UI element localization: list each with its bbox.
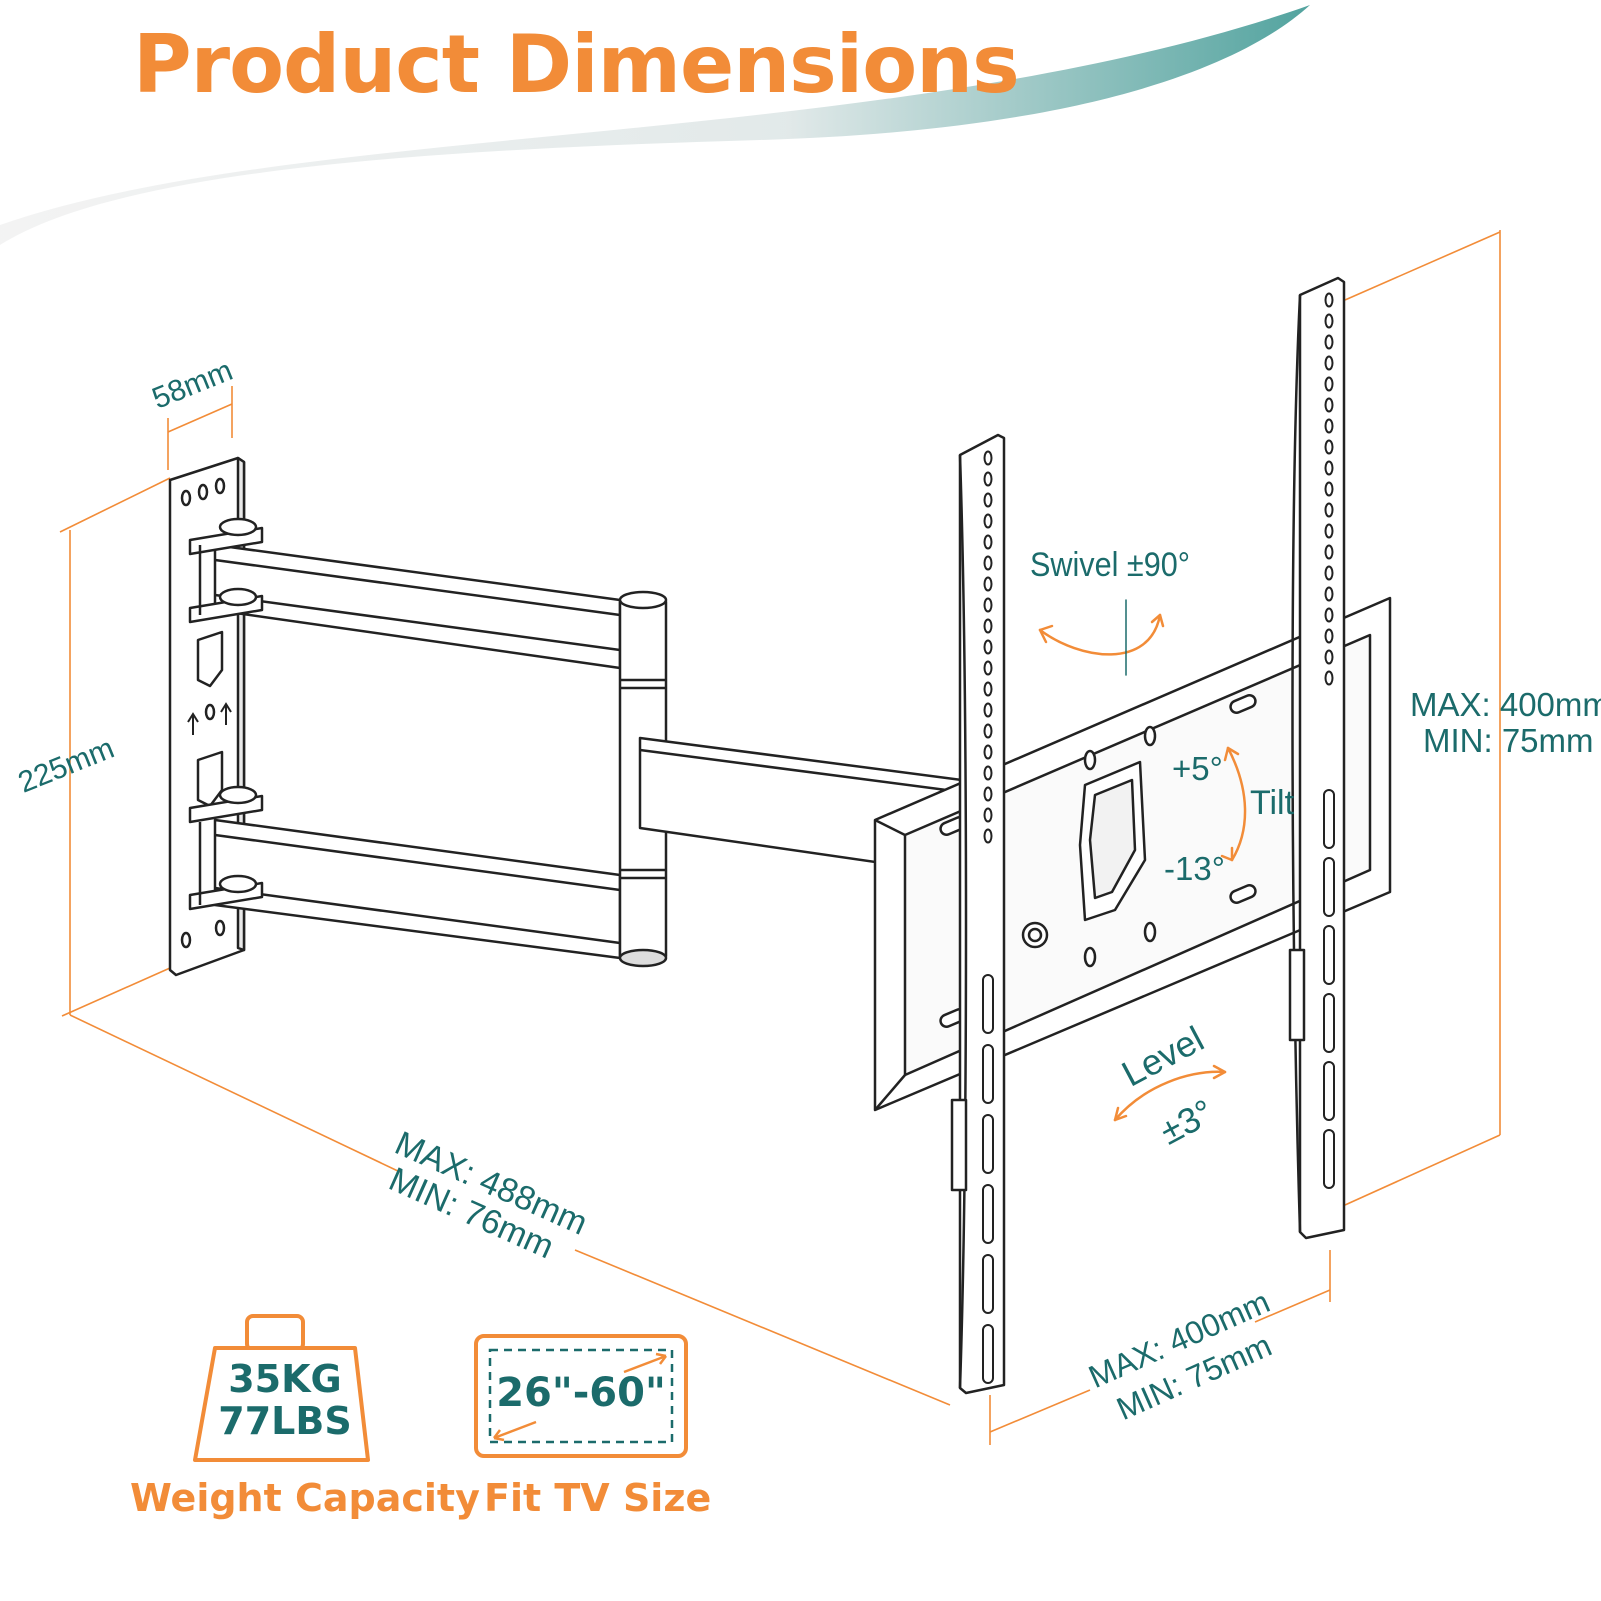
lower-arm — [188, 785, 622, 960]
wall-plate-arrows — [187, 702, 232, 735]
tv-size-caption: Fit TV Size — [484, 1476, 712, 1520]
bracket-slot — [982, 1184, 994, 1244]
bracket-hole — [983, 618, 993, 634]
bracket-hole — [1324, 355, 1334, 371]
bracket-hole — [1324, 565, 1334, 581]
tv-size-icon — [474, 1334, 688, 1458]
bracket-hole — [1324, 523, 1334, 539]
bracket-hole — [1324, 460, 1334, 476]
left-bracket-holes — [982, 450, 994, 1384]
bracket-hole — [983, 744, 993, 760]
bracket-slot — [982, 1324, 994, 1384]
right-bracket-holes — [1323, 292, 1335, 1189]
bracket-slot — [982, 1044, 994, 1104]
bracket-hole — [983, 597, 993, 613]
page-title: Product Dimensions — [133, 18, 1020, 111]
bracket-hole — [983, 471, 993, 487]
bracket-hole — [1324, 397, 1334, 413]
tilt-up-label: +5° — [1172, 750, 1223, 787]
vertical-min-label: MIN: 75mm — [1423, 722, 1594, 759]
bracket-hole — [1324, 439, 1334, 455]
bracket-hole — [983, 576, 993, 592]
level-arrow — [1113, 1070, 1227, 1122]
bracket-slot — [1323, 925, 1335, 985]
bracket-slot — [1323, 857, 1335, 917]
left-vertical-bracket — [950, 433, 1006, 1395]
bracket-hole — [1324, 586, 1334, 602]
bracket-hole — [1324, 313, 1334, 329]
weight-lbs: 77LBS — [218, 1399, 352, 1443]
bracket-slot — [1323, 1129, 1335, 1189]
bracket-hole — [983, 534, 993, 550]
swivel-label: Swivel ±90° — [1030, 546, 1191, 584]
bracket-hole — [1324, 481, 1334, 497]
tilt-down-label: -13° — [1164, 850, 1225, 887]
bracket-hole — [983, 660, 993, 676]
bracket-hole — [983, 555, 993, 571]
bracket-hole — [1324, 334, 1334, 350]
bracket-hole — [1324, 544, 1334, 560]
bracket-slot — [982, 1114, 994, 1174]
bracket-slot — [982, 974, 994, 1034]
tilt-arrow — [1226, 746, 1247, 862]
bracket-slot — [1323, 993, 1335, 1053]
bracket-slot — [1323, 1061, 1335, 1121]
bracket-hole — [1324, 376, 1334, 392]
weight-icon — [193, 1314, 370, 1462]
upper-arm — [188, 517, 622, 670]
bracket-hole — [1324, 502, 1334, 518]
bracket-hole — [983, 765, 993, 781]
swivel-arrow — [1038, 613, 1162, 656]
bracket-hole — [1324, 628, 1334, 644]
dimension-lines — [59, 230, 1501, 1445]
bracket-hole — [983, 702, 993, 718]
bracket-hole — [983, 786, 993, 802]
vertical-max-label: MAX: 400mm — [1410, 686, 1601, 723]
bracket-hole — [983, 807, 993, 823]
bracket-hole — [983, 492, 993, 508]
bracket-hole — [983, 513, 993, 529]
bracket-hole — [1324, 292, 1334, 308]
tv-size-value: 26"-60" — [496, 1370, 666, 1416]
weight-caption: Weight Capacity — [130, 1476, 480, 1520]
tilt-label: Tilt — [1250, 784, 1295, 822]
bracket-slot — [982, 1254, 994, 1314]
bracket-slot — [1323, 789, 1335, 849]
bracket-hole — [1324, 649, 1334, 665]
weight-kg: 35KG — [228, 1357, 342, 1401]
motion-arrows — [1038, 599, 1247, 1122]
bracket-hole — [983, 450, 993, 466]
bracket-hole — [983, 723, 993, 739]
bracket-hole — [983, 639, 993, 655]
bracket-hole — [1324, 607, 1334, 623]
bracket-hole — [983, 828, 993, 844]
bracket-hole — [1324, 418, 1334, 434]
bracket-hole — [983, 681, 993, 697]
bracket-hole — [1324, 670, 1334, 686]
